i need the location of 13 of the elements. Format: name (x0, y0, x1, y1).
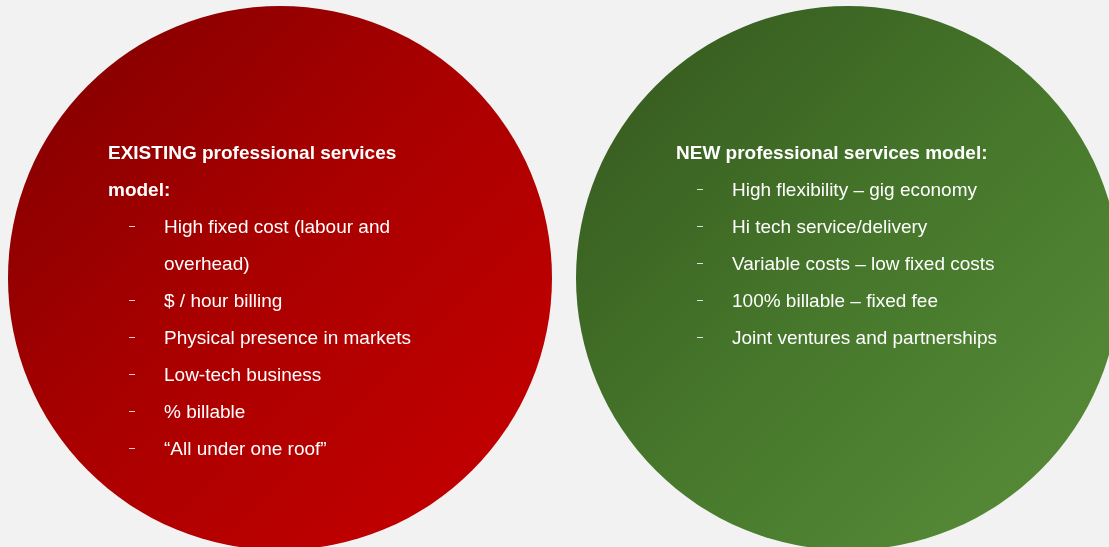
list-item: High flexibility – gig economy (732, 178, 978, 202)
list-item: Low-tech business (164, 363, 323, 387)
list-item: Variable costs – low fixed costs (732, 252, 996, 276)
heading: NEW professional services model: (676, 141, 989, 165)
list-item: Physical presence in markets (164, 326, 413, 350)
list-item: High fixed cost (labour and overhead) (164, 215, 391, 276)
list-item: Hi tech service/delivery (732, 215, 929, 239)
list-item: % billable (164, 400, 247, 424)
list-item: “All under one roof” (164, 437, 328, 461)
list-item: 100% billable – fixed fee (732, 289, 939, 313)
list-item: Joint ventures and partnerships (732, 326, 999, 350)
heading: EXISTING professional services model: (108, 141, 398, 202)
list-item: $ / hour billing (164, 289, 284, 313)
